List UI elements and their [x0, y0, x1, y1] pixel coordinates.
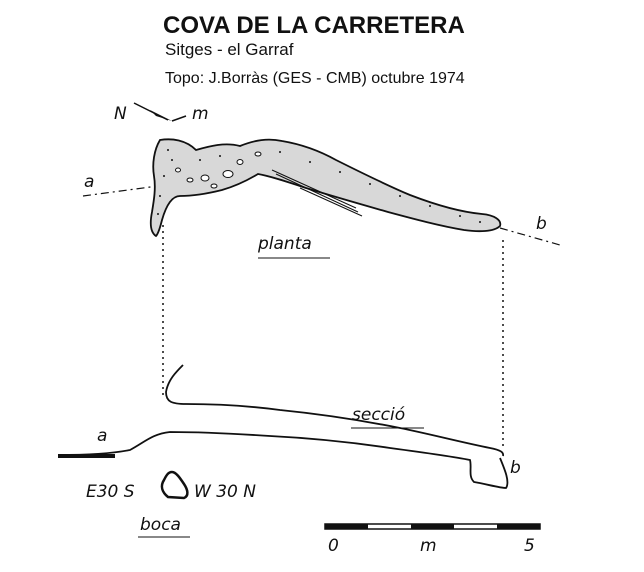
scale-bar [324, 523, 541, 530]
section-label: secció [352, 405, 406, 425]
scale-zero-label: 0 [328, 536, 339, 556]
plan-point-a-label: a [84, 172, 95, 192]
cave-section [57, 364, 509, 489]
scale-five-label: 5 [524, 536, 535, 556]
magnetic-label: m [192, 104, 209, 124]
map-title: COVA DE LA CARRETERA [163, 12, 465, 39]
cave-plan [149, 138, 502, 238]
plan-point-b-label: b [536, 214, 547, 234]
survey-credit: Topo: J.Borràs (GES - CMB) octubre 1974 [165, 70, 465, 87]
map-subtitle: Sitges - el Garraf [165, 40, 294, 59]
entrance-shape-icon [160, 470, 189, 500]
plan-section-line [82, 185, 561, 246]
plan-label: planta [258, 234, 312, 254]
entrance-bearing-left: E30 S [86, 482, 135, 502]
section-point-a-label: a [97, 426, 108, 446]
label-underlines [138, 257, 424, 538]
scale-unit-label: m [420, 536, 437, 556]
projection-lines [162, 225, 504, 450]
entrance-label: boca [140, 515, 181, 535]
north-label: N [114, 104, 127, 124]
north-arrow-icon [133, 102, 187, 122]
entrance-bearing-right: W 30 N [194, 482, 256, 502]
section-point-b-label: b [510, 458, 521, 478]
